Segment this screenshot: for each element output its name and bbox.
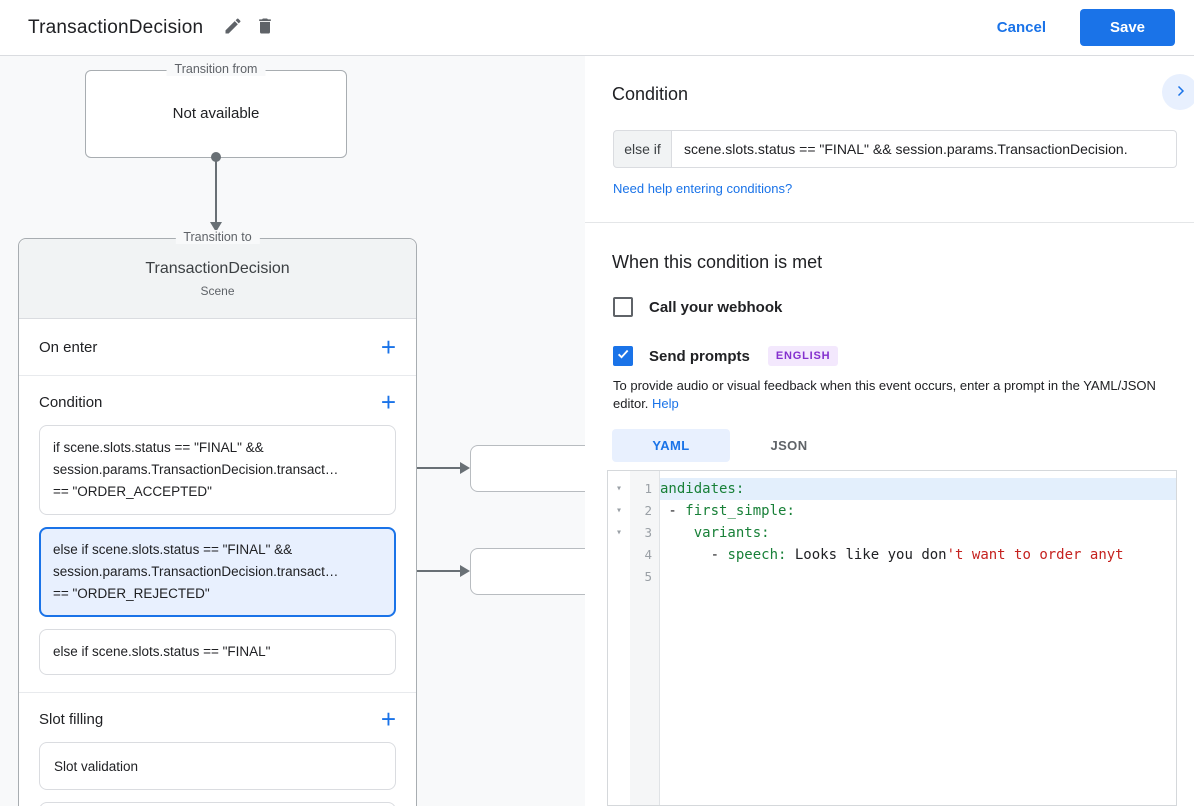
condition-prefix-label: else if [613,130,672,168]
fold-gutter: ▾ ▾ ▾ [608,471,630,805]
tab-json[interactable]: JSON [770,438,808,453]
delete-scene-button[interactable] [249,12,281,44]
page-title: TransactionDecision [28,16,204,38]
prompt-description: To provide audio or visual feedback when… [613,378,1156,411]
transition-from-value: Not available [172,105,260,122]
call-webhook-label[interactable]: Call your webhook [649,298,783,316]
condition-card-final[interactable]: else if scene.slots.status == "FINAL" [39,629,396,675]
panel-condition-heading: Condition [612,84,689,104]
chevron-right-icon [1171,82,1189,103]
slot-card-partial[interactable] [39,802,396,806]
code-line: variants: [693,525,770,541]
arrow-right-icon [460,462,470,474]
connector-line [215,159,217,222]
save-button[interactable]: Save [1080,9,1175,46]
slot-filling-section: Slot filling + Slot validation [19,693,416,806]
help-link[interactable]: Help [652,395,679,411]
condition-help-link[interactable]: Need help entering conditions? [613,181,793,196]
fold-arrow-icon[interactable]: ▾ [615,527,623,538]
when-met-heading: When this condition is met [612,252,823,272]
line-number: 5 [644,569,652,584]
add-condition-button[interactable]: + [380,387,396,417]
code-line: - first_simple: [660,503,795,519]
transition-from-legend: Transition from [166,62,266,76]
condition-card-accepted[interactable]: if scene.slots.status == "FINAL" && sess… [39,425,396,515]
condition-card-rejected-selected[interactable]: else if scene.slots.status == "FINAL" &&… [39,527,396,617]
code-line: andidates: [660,478,1176,500]
webhook-row: Call your webhook [613,297,782,317]
send-prompts-label[interactable]: Send prompts [649,347,750,365]
condition-section-label: Condition [39,393,103,411]
code-area[interactable]: andidates: - first_simple: variants: - s… [660,471,1176,805]
send-prompts-checkbox[interactable] [613,346,633,366]
scene-node-subtitle: Scene [200,283,235,298]
line-number: 3 [644,525,652,540]
fold-arrow-icon[interactable]: ▾ [615,483,623,494]
on-enter-section: On enter + [19,319,416,376]
condition-expression-input[interactable] [672,130,1177,168]
scene-node-header: TransactionDecision Scene [19,239,416,319]
line-number: 1 [644,481,652,496]
language-badge: ENGLISH [767,346,839,366]
fold-arrow-icon[interactable]: ▾ [615,505,623,516]
connector-dot [211,152,221,162]
scene-node-card: Transition to TransactionDecision Scene … [18,230,417,806]
condition-editor-panel: Condition else if Need help entering con… [585,56,1194,806]
checkmark-icon [616,347,630,366]
transition-to-legend: Transition to [175,230,260,244]
code-line [660,566,1176,588]
add-slot-button[interactable]: + [380,704,396,734]
line-number: 2 [644,503,652,518]
tab-yaml[interactable]: YAML [612,429,730,462]
pencil-icon [223,16,243,39]
line-number: 4 [644,547,652,562]
cancel-button[interactable]: Cancel [996,19,1046,36]
yaml-code-editor: ▾ ▾ ▾ 1 2 3 4 5 andidates: - first_simpl… [607,470,1177,806]
trash-icon [255,16,275,39]
add-on-enter-button[interactable]: + [380,332,396,362]
condition-expression-row: else if [613,130,1177,168]
code-line: - speech: Looks like you don't want to o… [660,547,1124,563]
collapse-panel-button[interactable] [1162,74,1194,110]
on-enter-label: On enter [39,338,98,356]
connector-line [400,570,460,572]
panel-divider [585,222,1194,223]
line-number-gutter: 1 2 3 4 5 [630,471,660,805]
connector-line [400,467,460,469]
edit-title-button[interactable] [217,12,249,44]
arrow-down-icon [210,222,222,232]
slot-validation-card[interactable]: Slot validation [39,742,396,790]
call-webhook-checkbox[interactable] [613,297,633,317]
transition-from-box: Transition from Not available [85,62,347,158]
slot-filling-label: Slot filling [39,710,104,728]
arrow-right-icon [460,565,470,577]
editor-tabs: YAML JSON [612,429,848,462]
app-header: TransactionDecision Cancel Save [0,0,1194,56]
send-prompts-row: Send prompts ENGLISH [613,346,839,366]
scene-node-title: TransactionDecision [145,259,290,277]
condition-section: Condition + if scene.slots.status == "FI… [19,376,416,693]
